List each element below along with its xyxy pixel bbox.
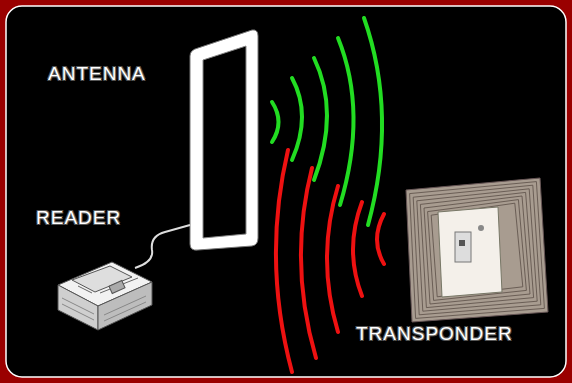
interrogation-waves bbox=[272, 18, 382, 225]
reader-device bbox=[58, 262, 152, 330]
part-label: TRANSPONDER bbox=[356, 324, 513, 345]
antenna-frame bbox=[190, 30, 258, 250]
coil-winding bbox=[431, 203, 523, 297]
coil-winding bbox=[413, 185, 541, 315]
coil-winding bbox=[424, 196, 530, 304]
cable bbox=[135, 225, 190, 268]
coil-winding bbox=[420, 192, 533, 307]
coil-winding bbox=[428, 200, 527, 301]
coil-winding bbox=[410, 182, 545, 319]
part-label: ANTENNA bbox=[48, 64, 146, 85]
part-label: READER bbox=[36, 208, 121, 229]
transponder-tag bbox=[406, 178, 548, 322]
panel bbox=[6, 6, 566, 377]
coil-winding bbox=[417, 189, 537, 311]
